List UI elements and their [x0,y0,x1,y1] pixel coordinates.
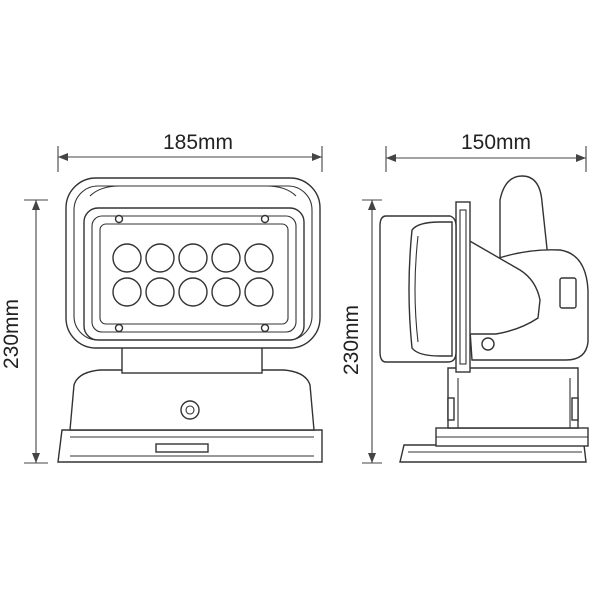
led-6 [112,277,142,307]
led-1 [112,243,142,273]
front-base-slot [155,443,209,453]
dim-front-height [24,199,48,464]
front-height-label: 230mm [0,299,23,369]
dim-front-width [57,146,323,172]
side-pivot-knob [481,337,495,351]
led-4 [211,243,241,273]
front-screw-2 [260,214,270,224]
front-screw-1 [114,214,124,224]
front-width-label: 185mm [163,131,233,154]
side-yoke [467,238,541,335]
led-5 [244,243,274,273]
side-indicator-window [559,277,577,309]
front-pedestal-knob [180,400,200,420]
front-view [57,177,323,463]
side-arm [499,175,549,269]
dim-side-width [385,146,587,172]
front-pedestal-dome [69,369,315,431]
dim-side-height [362,199,382,464]
led-8 [178,277,208,307]
led-10 [244,277,274,307]
front-lamp-frame [83,207,305,341]
front-screw-4 [260,323,270,333]
led-2 [145,243,175,273]
front-screw-3 [114,323,124,333]
side-lens [408,221,453,357]
side-front-plate [455,201,471,373]
led-9 [211,277,241,307]
side-width-label: 150mm [461,131,531,154]
side-height-label: 230mm [340,305,363,375]
side-base-plate [399,444,587,463]
led-7 [145,277,175,307]
side-pedestal [447,367,579,429]
side-view [379,175,589,463]
led-3 [178,243,208,273]
